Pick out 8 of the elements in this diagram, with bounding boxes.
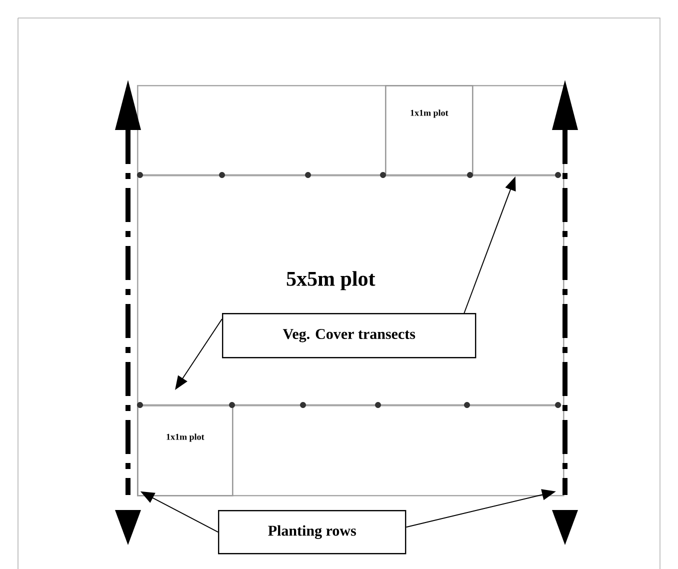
planting-row-line <box>552 80 578 545</box>
transect-line <box>137 172 562 178</box>
planting-row-line <box>115 80 141 545</box>
subplot-box: 1x1m plot <box>385 85 474 176</box>
label-box: Planting rows <box>218 510 406 554</box>
subplot-box: 1x1m plot <box>137 405 234 496</box>
label-box: Veg. Cover transects <box>222 313 476 358</box>
transect-line <box>137 402 562 408</box>
